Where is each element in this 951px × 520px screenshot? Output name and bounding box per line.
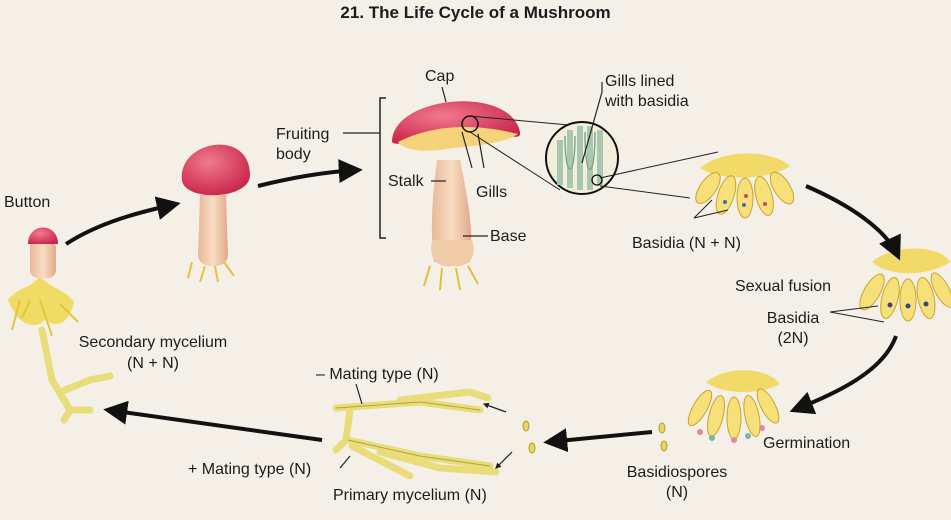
label-plus-mating-type: + Mating type (N) <box>188 461 312 478</box>
label-gills-lined-line2: with basidia <box>605 93 689 110</box>
label-basidiospores-line1: Basidiospores <box>626 464 728 481</box>
label-stalk: Stalk <box>388 173 424 190</box>
label-secondary-mycelium-line2: (N + N) <box>127 355 179 372</box>
label-fruiting-body-line1: Fruiting <box>276 126 330 143</box>
label-germination: Germination <box>763 435 851 452</box>
diagram-title: 21. The Life Cycle of a Mushroom <box>340 3 611 22</box>
label-basidia-2n-line1: Basidia <box>766 310 820 327</box>
label-base: Base <box>490 228 527 245</box>
cycle-arrows <box>64 159 901 453</box>
basidiospores <box>522 420 668 454</box>
basidia-nn-cluster <box>695 153 795 219</box>
label-fruiting-body-line2: body <box>276 146 311 163</box>
label-sexual-fusion: Sexual fusion <box>735 278 832 295</box>
label-cap: Cap <box>425 68 455 85</box>
label-basidia-2n-line2: (2N) <box>777 330 809 347</box>
label-secondary-mycelium-line1: Secondary mycelium <box>78 334 228 351</box>
young-mushroom <box>181 144 250 283</box>
label-basidiospores-line2: (N) <box>665 484 689 501</box>
mature-mushroom <box>392 101 521 291</box>
gill-close-up <box>545 121 619 195</box>
secondary-mycelium <box>38 326 114 424</box>
germination-cluster <box>687 370 780 443</box>
label-basidia-nn: Basidia (N + N) <box>632 235 741 252</box>
label-gills: Gills <box>476 184 508 201</box>
label-button: Button <box>4 194 51 211</box>
label-primary-mycelium: Primary mycelium (N) <box>333 487 487 504</box>
label-minus-mating-type: – Mating type (N) <box>316 366 439 383</box>
button-mushroom <box>8 227 79 337</box>
label-gills-lined-line1: Gills lined <box>605 73 675 90</box>
basidia-2n-cluster <box>859 248 951 322</box>
